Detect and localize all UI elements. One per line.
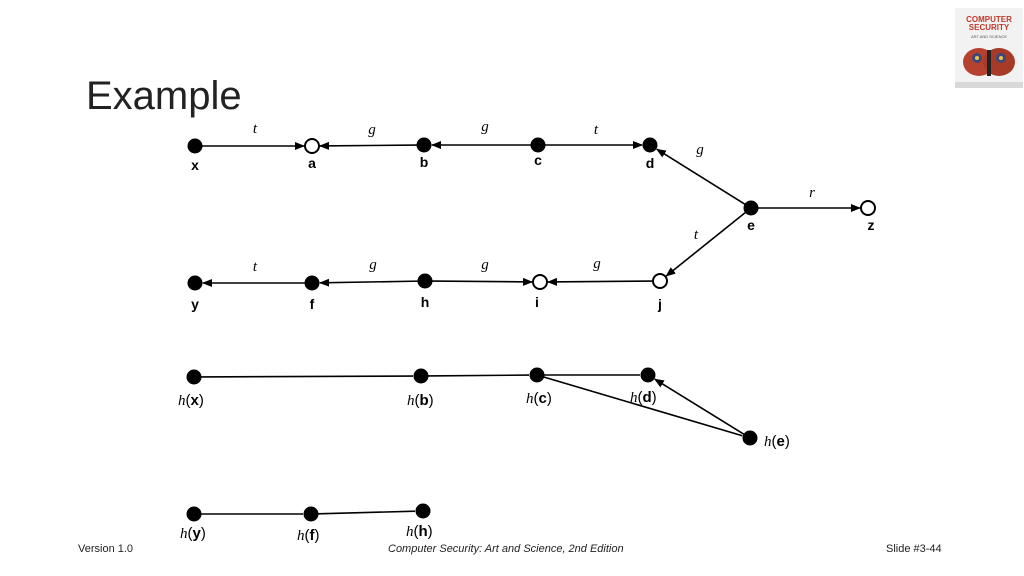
node-label-a: a <box>308 155 316 171</box>
edge-label-e-j: t <box>694 227 699 243</box>
edge-label-b-a: g <box>368 122 376 138</box>
cover-subtitle: ART AND SCIENCE <box>971 34 1007 39</box>
cover-title-line1: COMPUTER <box>966 15 1012 24</box>
node-z <box>860 200 876 216</box>
node-label-b: b <box>420 154 429 170</box>
edge-label-h-f: g <box>369 257 377 273</box>
node-b <box>416 137 432 153</box>
hnode-label-hy: h(y) <box>180 525 206 542</box>
edge-label-x-a: t <box>253 121 258 137</box>
edge-label-e-z: r <box>809 185 815 201</box>
node-a <box>304 138 320 154</box>
hnode-hd <box>640 367 656 383</box>
hedge-hf-hh <box>317 510 416 515</box>
node-label-x: x <box>191 157 199 173</box>
node-label-f: f <box>310 296 315 312</box>
edge-j-i <box>546 277 654 286</box>
node-label-c: c <box>534 152 542 168</box>
footer-version: Version 1.0 <box>78 543 134 555</box>
hedge-hb-hc <box>427 374 530 377</box>
node-label-d: d <box>646 155 655 171</box>
hnode-label-hc: h(c) <box>526 390 552 407</box>
nodes-layer <box>186 137 876 522</box>
hnode-label-he: h(e) <box>764 433 790 450</box>
hnode-label-hh: h(h) <box>406 523 433 540</box>
node-x <box>187 138 203 154</box>
node-y <box>187 275 203 291</box>
edge-e-j <box>665 211 747 277</box>
footer-slide-number: Slide #3-44 <box>886 543 942 555</box>
cover-title-line2: SECURITY <box>969 23 1010 32</box>
book-cover-image: COMPUTER SECURITY ART AND SCIENCE <box>955 0 1023 88</box>
hnode-label-hx: h(x) <box>178 392 204 409</box>
node-e <box>743 200 759 216</box>
node-label-e: e <box>747 217 755 233</box>
hedge-hx-hb <box>200 375 414 378</box>
hnode-hf <box>303 506 319 522</box>
edge-b-a <box>318 141 418 150</box>
hedge-hc-he <box>543 376 743 437</box>
node-label-z: z <box>868 217 875 233</box>
hnode-label-hf: h(f) <box>297 527 320 544</box>
edge-label-f-y: t <box>253 259 258 275</box>
node-i <box>532 274 548 290</box>
edge-h-i <box>431 277 534 286</box>
edge-label-h-i: g <box>481 257 489 273</box>
footer-book-title: Computer Security: Art and Science, 2nd … <box>388 543 624 555</box>
edge-label-c-d: t <box>594 122 599 138</box>
node-label-j: j <box>657 296 662 312</box>
hnode-he <box>742 430 758 446</box>
hedge-he-hd <box>653 378 745 436</box>
node-h <box>417 273 433 289</box>
edge-label-j-i: g <box>593 256 601 272</box>
slide-title: Example <box>86 74 242 118</box>
edges-layer <box>200 141 861 515</box>
hnode-hh <box>415 503 431 519</box>
hnode-label-hd: h(d) <box>630 389 657 406</box>
node-f <box>304 275 320 291</box>
node-j <box>652 273 668 289</box>
hnode-hc <box>529 367 545 383</box>
edge-e-d <box>655 148 746 205</box>
edge-label-c-b: g <box>481 119 489 135</box>
labels-layer: t g g t g r t t g g g x a b c d e z y f h i j h(x) h(b) h(c) h(d) h… <box>178 119 875 544</box>
hnode-hx <box>186 369 202 385</box>
node-d <box>642 137 658 153</box>
hnode-hb <box>413 368 429 384</box>
node-c <box>530 137 546 153</box>
node-label-y: y <box>191 296 199 312</box>
node-label-i: i <box>535 294 539 310</box>
hnode-label-hb: h(b) <box>407 392 434 409</box>
hnode-hy <box>186 506 202 522</box>
node-label-h: h <box>421 294 430 310</box>
edge-label-e-d: g <box>696 142 704 158</box>
edge-h-f <box>318 278 419 287</box>
